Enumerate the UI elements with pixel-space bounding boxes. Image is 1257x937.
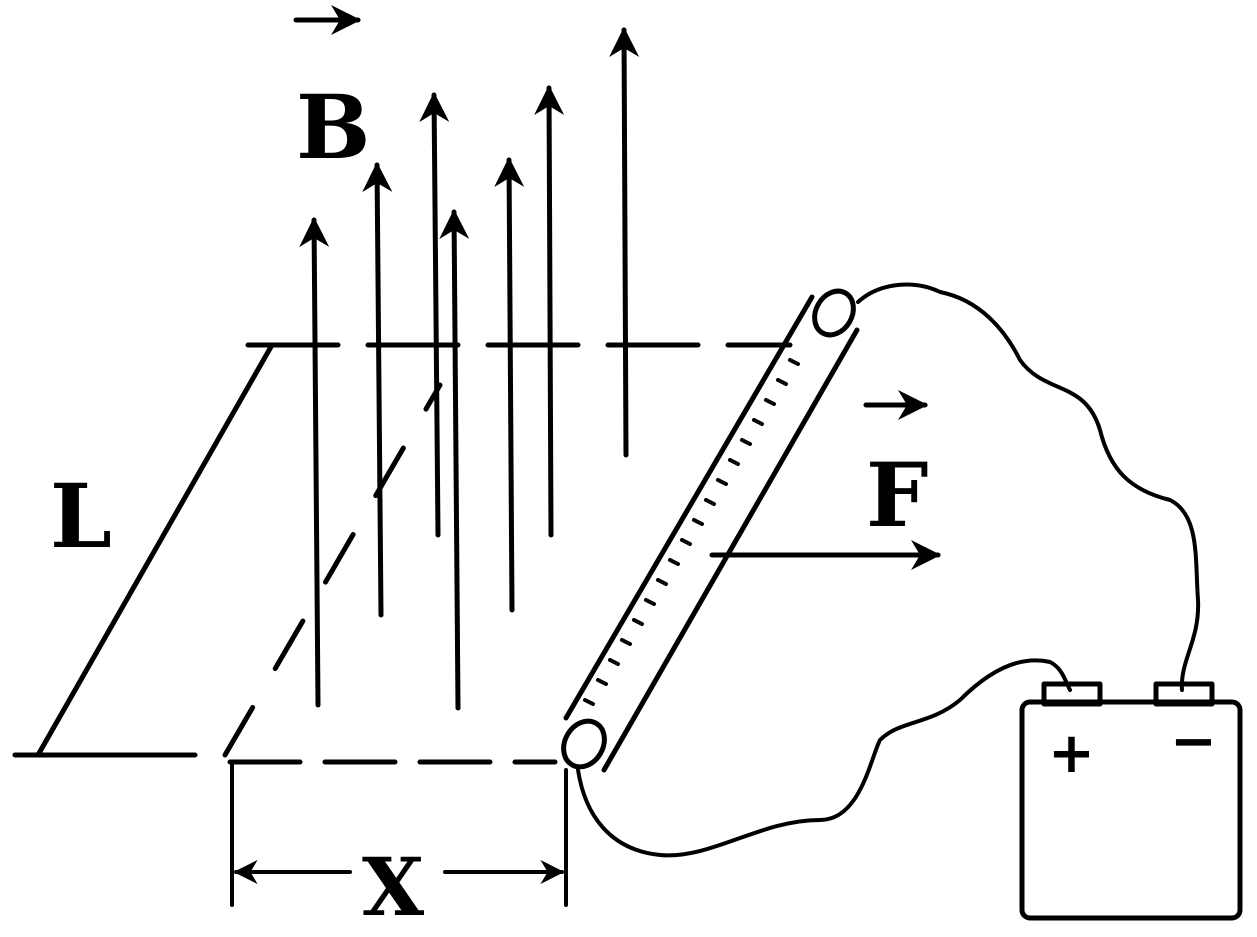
force-label: F bbox=[866, 443, 928, 547]
rod-edge-lower bbox=[601, 327, 860, 773]
field-arrow bbox=[419, 92, 450, 538]
distance-label: X bbox=[362, 840, 424, 934]
field-arrow bbox=[362, 162, 393, 618]
circuit-wires bbox=[576, 282, 1201, 858]
length-label: L bbox=[50, 464, 112, 568]
field-arrow bbox=[299, 217, 330, 708]
field-arrow bbox=[609, 27, 640, 458]
left-rail-edge bbox=[35, 342, 275, 758]
distance-dimension bbox=[230, 760, 568, 907]
field-arrows bbox=[299, 27, 640, 711]
wire-top bbox=[856, 282, 1201, 692]
field-arrow bbox=[439, 209, 470, 711]
field-arrow bbox=[534, 85, 565, 538]
rail-plane bbox=[12, 342, 793, 765]
field-label: B bbox=[296, 75, 370, 179]
rod-end-bottom bbox=[561, 718, 607, 770]
battery-terminal-negative bbox=[1153, 681, 1215, 707]
minus-sign: − bbox=[1170, 709, 1217, 774]
field-arrow bbox=[494, 157, 525, 613]
plus-sign: + bbox=[1048, 721, 1095, 786]
rod-end-top bbox=[812, 288, 856, 338]
wire-bottom bbox=[576, 658, 1072, 858]
battery-body bbox=[1019, 699, 1243, 921]
rod-shading bbox=[583, 358, 800, 706]
battery-terminal-positive bbox=[1041, 681, 1103, 707]
battery bbox=[1019, 681, 1243, 921]
region-edge-dashed bbox=[222, 382, 443, 758]
sliding-rod bbox=[561, 288, 860, 773]
rod-edge-upper bbox=[563, 294, 815, 721]
